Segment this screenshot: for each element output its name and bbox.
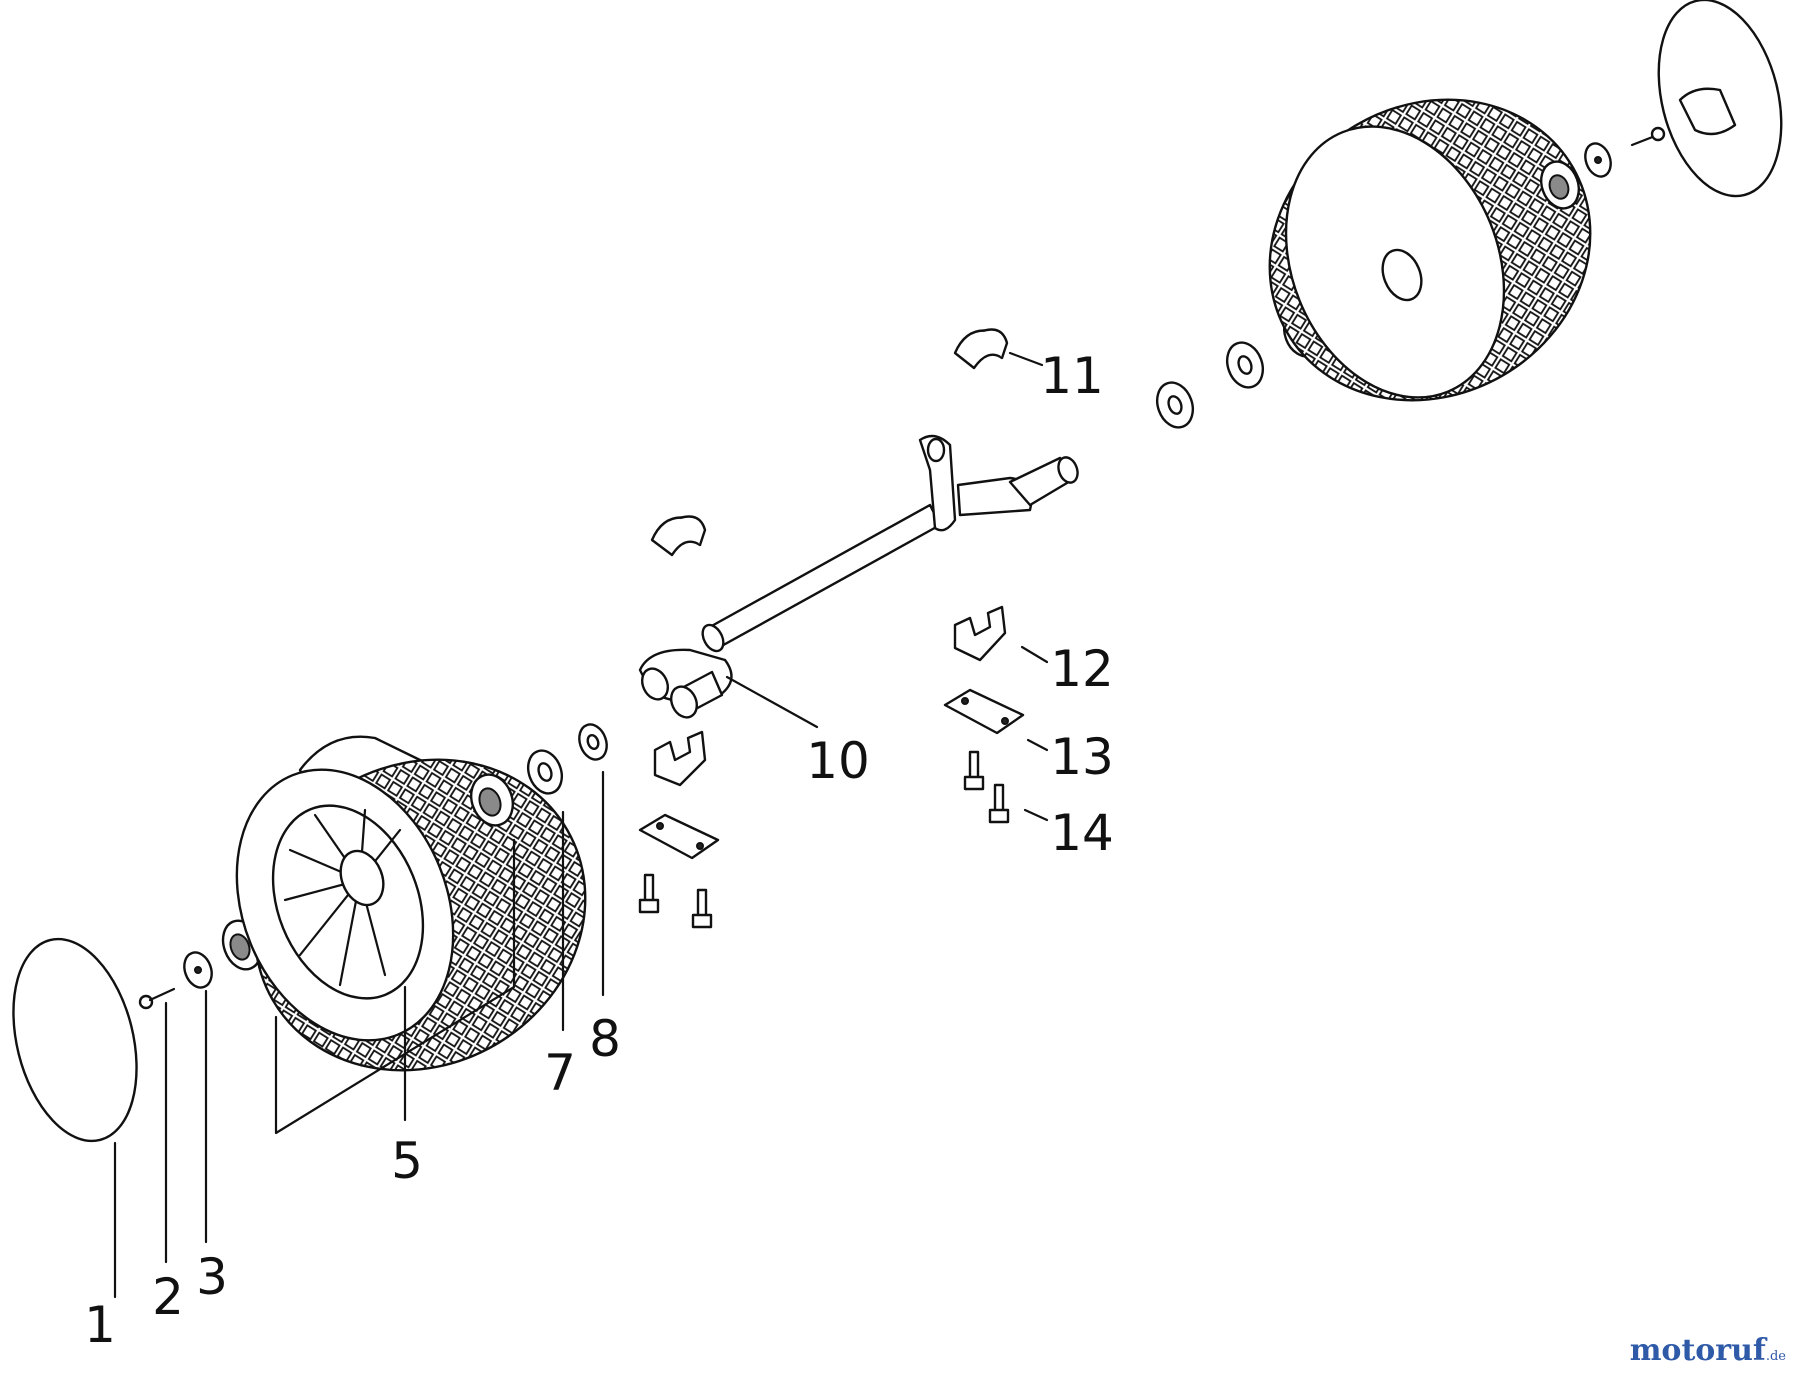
clip-right-upper[interactable] (953, 328, 1009, 370)
screw-plate-left-a[interactable] (638, 873, 660, 914)
callout-5: 5 (391, 1132, 423, 1190)
washer-right-outer[interactable] (1581, 140, 1615, 180)
wheel-left[interactable] (198, 700, 642, 1130)
screw-right[interactable] (1630, 126, 1666, 147)
axle[interactable] (637, 434, 1081, 722)
callout-1: 1 (84, 1296, 116, 1354)
clamp-right[interactable] (953, 605, 1007, 662)
callout-13: 13 (1050, 728, 1114, 786)
callout-2: 2 (152, 1268, 184, 1326)
callout-3: 3 (196, 1248, 228, 1306)
callout-12: 12 (1050, 640, 1114, 698)
watermark-text: motoruf (1629, 1333, 1766, 1368)
plate-left[interactable] (638, 813, 720, 860)
bearing-left-inner[interactable] (464, 769, 519, 832)
callout-14: 14 (1050, 804, 1114, 862)
callout-11: 11 (1040, 347, 1104, 405)
clip-left-upper[interactable] (650, 515, 707, 557)
hub-cap-right[interactable] (1640, 0, 1800, 209)
hub-cap-left[interactable] (0, 926, 156, 1154)
leader-lines (113, 351, 1049, 1299)
callout-8: 8 (589, 1010, 621, 1068)
screw-plate-right-b[interactable] (988, 783, 1010, 824)
watermark-tld: .de (1765, 1349, 1786, 1364)
bearing-right-outer[interactable] (1535, 156, 1585, 213)
washer-right-inner[interactable] (1151, 378, 1199, 433)
callout-10: 10 (806, 732, 870, 790)
washer-left-small[interactable] (575, 721, 612, 764)
callout-7: 7 (544, 1044, 576, 1102)
screw-plate-right-a[interactable] (963, 750, 985, 791)
screw-left[interactable] (138, 987, 176, 1010)
washer-left-large[interactable] (522, 746, 567, 798)
clamp-left[interactable] (653, 730, 707, 787)
washer-left-outer[interactable] (180, 949, 217, 992)
washer-right-middle[interactable] (1221, 338, 1269, 393)
plate-right[interactable] (943, 688, 1025, 735)
screw-plate-left-b[interactable] (691, 888, 713, 929)
site-watermark: motoruf.de (1630, 1333, 1786, 1368)
wheel-right[interactable] (1215, 42, 1646, 458)
